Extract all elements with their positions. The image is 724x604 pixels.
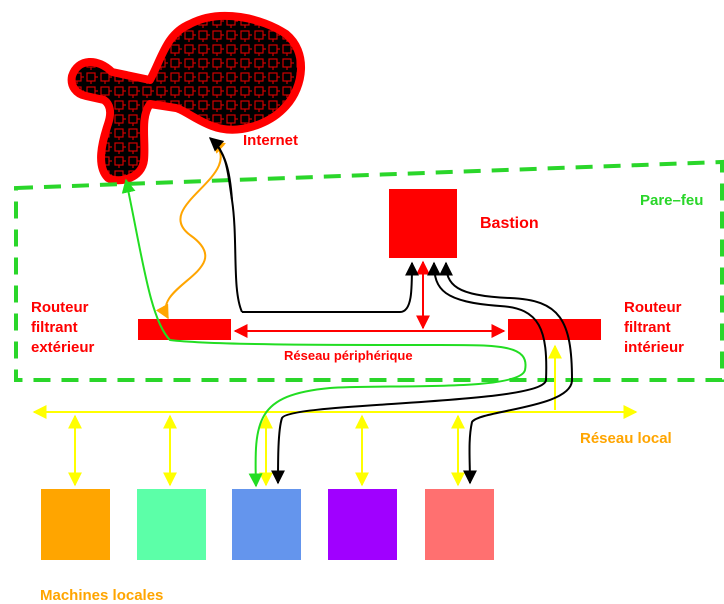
inner-router-label-1: Routeur xyxy=(624,299,682,316)
outer-router-label-2: filtrant xyxy=(31,319,78,336)
machine-lan-links xyxy=(68,414,465,487)
firewall-zone xyxy=(14,159,724,382)
outer-router xyxy=(138,319,231,340)
local-machines-label: Machines locales xyxy=(40,587,163,604)
machine-blue xyxy=(232,489,301,560)
perimeter-network-label: Réseau périphérique xyxy=(284,348,413,363)
local-network-label: Réseau local xyxy=(580,430,672,447)
bastion-host xyxy=(389,189,457,258)
inner-router-label-3: intérieur xyxy=(624,339,684,356)
outer-router-label-3: extérieur xyxy=(31,339,95,356)
orange-internet-outer-router-link xyxy=(155,139,227,320)
black-bastion-machine-salmon-path xyxy=(439,261,574,485)
black-internet-bastion-path xyxy=(211,138,412,313)
black-bastion-machine-blue-path xyxy=(271,261,548,485)
bastion-label: Bastion xyxy=(480,215,539,232)
machine-mint xyxy=(137,489,206,560)
firewall-label: Pare–feu xyxy=(640,192,703,209)
black-internet-head xyxy=(208,137,233,201)
inner-router xyxy=(508,319,601,340)
outer-router-label-1: Routeur xyxy=(31,299,89,316)
internet-label: Internet xyxy=(243,132,298,149)
machine-purple xyxy=(328,489,397,560)
machine-orange xyxy=(41,489,110,560)
internet-cloud-icon xyxy=(67,11,305,185)
green-machine-internet-path xyxy=(121,178,527,488)
inner-router-label-2: filtrant xyxy=(624,319,671,336)
machine-salmon xyxy=(425,489,494,560)
